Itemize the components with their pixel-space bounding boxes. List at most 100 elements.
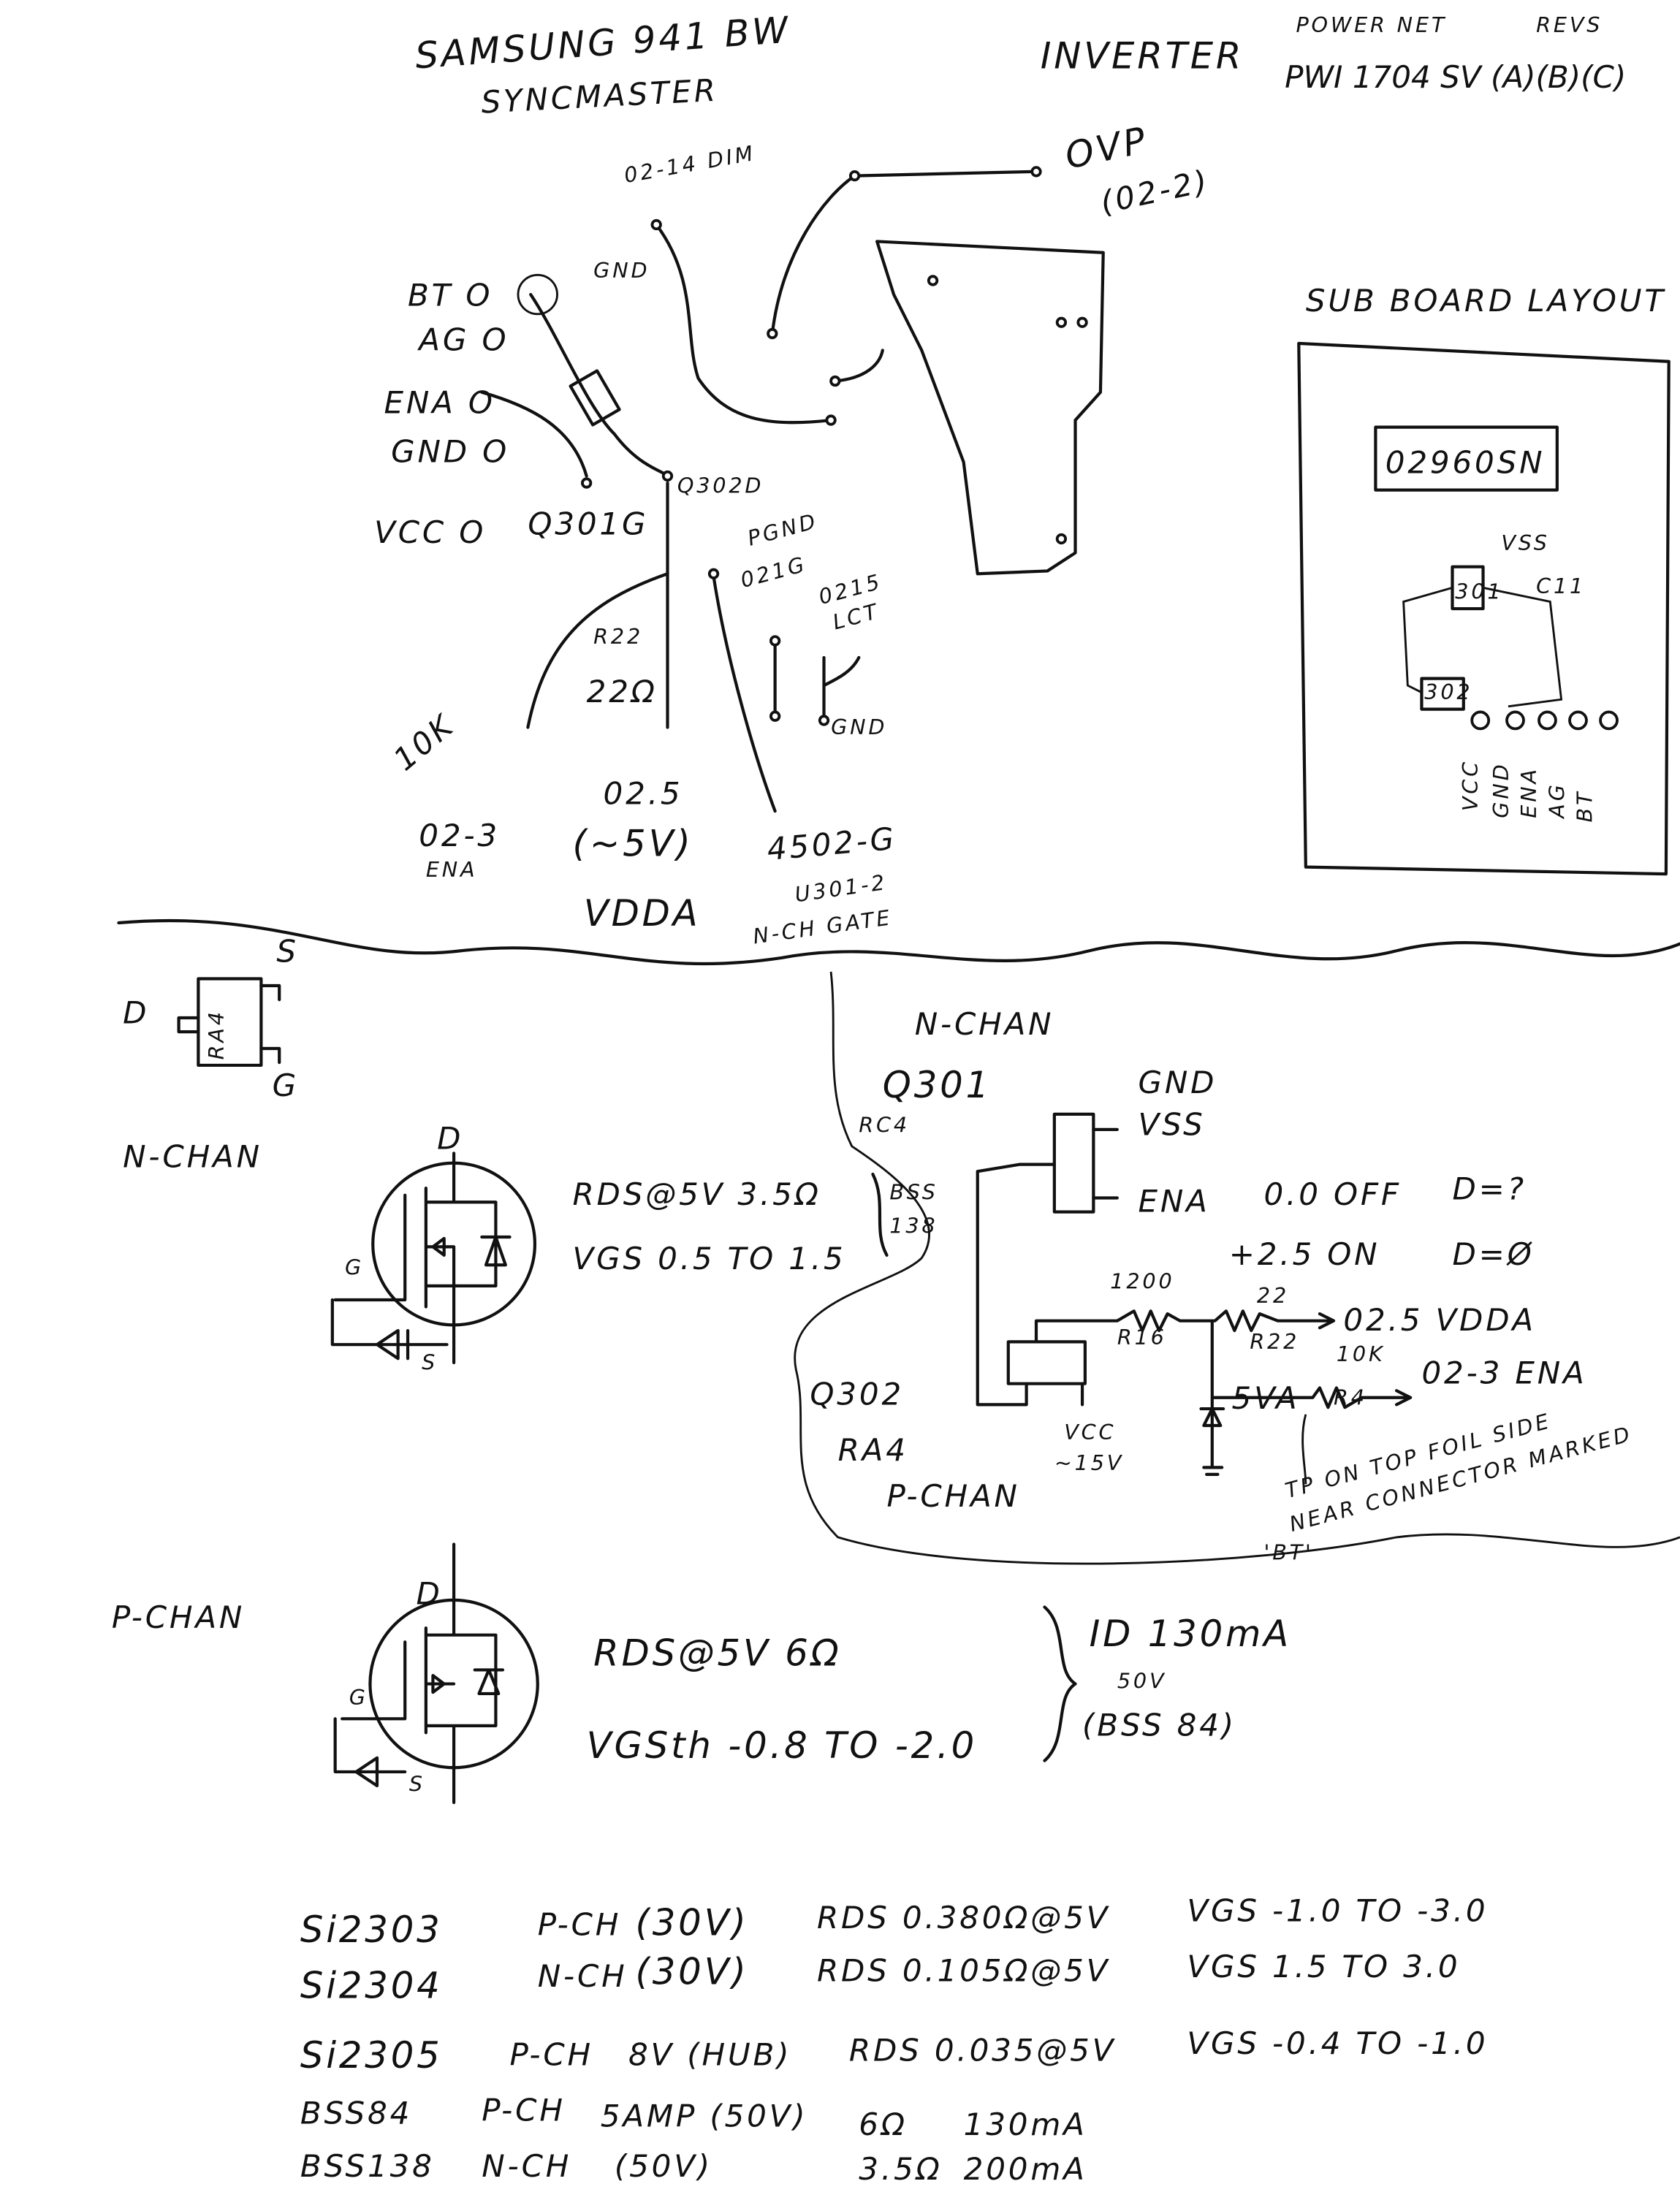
q302d-label: Q302D [677, 473, 764, 498]
row-rds: RDS 0.380Ω@5V [817, 1900, 1110, 1936]
nchan-rds: RDS@5V 3.5Ω [573, 1176, 821, 1212]
zener-label: 5VA [1232, 1380, 1300, 1416]
maker: POWER NET [1296, 12, 1447, 37]
pchan-id: ID 130mA [1090, 1613, 1291, 1655]
row-current: 130mA [964, 2107, 1087, 2142]
pin-vcc: VCC [1458, 759, 1483, 811]
pchan-mosfet-symbol: P-CHAN D G S RDS@5V 6Ω VGSth -0.8 TO -2.… [112, 1542, 1291, 1805]
pchan-d: D [416, 1576, 442, 1612]
sub-board-layout: SUB BOARD LAYOUT 02960SN VSS C11 301 302… [1297, 283, 1671, 876]
ag-pin: AG O [417, 321, 509, 357]
gnd-label: GND [1139, 1065, 1217, 1100]
nchan-part-1: BSS [889, 1179, 938, 1204]
chip-label: 02960SN [1386, 445, 1546, 481]
table-row: Si2303 P-CH (30V) RDS 0.380Ω@5V VGS -1.0… [300, 1892, 1488, 1951]
control-circuit: N-CHAN Q301 RC4 GND VSS ENA 0.0 OFF D=? … [810, 1006, 1635, 1565]
pin-ag: AG [1544, 782, 1569, 819]
tear-divider [117, 918, 1680, 966]
nchan-part-2: 138 [889, 1213, 938, 1238]
c11-label: C11 [1536, 574, 1586, 598]
revs-label: REVS [1536, 12, 1603, 37]
on-state: +2.5 ON [1229, 1236, 1380, 1272]
subtitle: SYNCMASTER [480, 72, 719, 121]
q302-label: Q302 [810, 1376, 904, 1412]
ovp-label: OVP [1061, 118, 1152, 178]
ovp-pin-label: (02-2) [1098, 163, 1213, 221]
row-voltage: (50V) [615, 2148, 712, 2184]
q301g-label: Q301G [528, 506, 648, 542]
header: SAMSUNG 941 BW SYNCMASTER INVERTER POWER… [414, 9, 1626, 121]
gnd-pin: GND O [391, 433, 509, 469]
dim-pin-label: 02-14 DIM [622, 140, 757, 188]
r4-label: R4 [1334, 1385, 1367, 1409]
table-row: Si2304 N-CH (30V) RDS 0.105Ω@5V VGS 1.5 … [300, 1949, 1458, 2007]
row-type: P-CH [538, 1907, 621, 1943]
heatsink-outline [875, 240, 1105, 576]
vdda-label: VDDA [584, 892, 701, 935]
chip [1374, 425, 1559, 492]
row-rds: 6Ω [859, 2107, 908, 2142]
sub-board-title: SUB BOARD LAYOUT [1306, 283, 1666, 319]
vss-label: VSS [1501, 530, 1549, 555]
r16-value: 1200 [1110, 1269, 1174, 1294]
title: SAMSUNG 941 BW [414, 9, 792, 77]
q302-type: P-CHAN [887, 1478, 1020, 1514]
row-part: BSS84 [300, 2096, 412, 2131]
board-name: INVERTER [1041, 34, 1244, 77]
row-part: BSS138 [300, 2148, 435, 2184]
pkg-d: D [123, 995, 149, 1031]
row-type: N-CH [538, 1958, 628, 1994]
q301-mark: 301 [1455, 579, 1503, 604]
row-vgs: VGS -1.0 TO -3.0 [1187, 1892, 1488, 1928]
q302-body [1006, 1340, 1087, 1385]
gnd-top-label: GND [593, 258, 650, 283]
row-type: N-CH [482, 2148, 571, 2184]
row-rds: RDS 0.105Ω@5V [817, 1953, 1110, 1989]
solder-pads [580, 166, 1088, 726]
ena-label: ENA [1139, 1184, 1210, 1219]
bt-pin: BT O [408, 277, 493, 313]
bt-pad [517, 273, 558, 316]
pchan-vgs: VGSth -0.8 TO -2.0 [587, 1724, 977, 1767]
sub-board-pins [1470, 710, 1619, 731]
ena-output: 02-3 ENA [1421, 1355, 1586, 1391]
row-part: Si2304 [300, 1965, 443, 2007]
vdda-pin-number: 02.5 [604, 776, 683, 812]
on-duty: D=Ø [1452, 1236, 1534, 1272]
nchan-g: G [345, 1255, 364, 1280]
pkg-g: G [273, 1068, 299, 1103]
vdda-output: 02.5 VDDA [1343, 1302, 1536, 1338]
pchan-title: P-CHAN [112, 1599, 245, 1635]
rc4-label: RC4 [859, 1113, 910, 1138]
section-boundary [794, 971, 1680, 1565]
table-row: Si2305 P-CH 8V (HUB) RDS 0.035@5V VGS -0… [300, 2025, 1488, 2077]
pkg-s: S [276, 934, 299, 970]
r22-label: R22 [593, 624, 643, 649]
r10k-label: 10K [387, 707, 461, 777]
row-voltage: 5AMP (50V) [601, 2098, 808, 2134]
row-current: 200mA [964, 2151, 1087, 2187]
gate-ref: U301-2 [794, 869, 889, 907]
inductor [569, 369, 621, 427]
pgnd-pin: 021G [738, 551, 810, 593]
part-number: PWI 1704 SV (A)(B)(C) [1285, 59, 1626, 95]
vss-label: VSS [1139, 1107, 1206, 1143]
off-duty: D=? [1452, 1171, 1526, 1206]
sot23-package: D RA4 S G [123, 934, 299, 1103]
nchan-vgs: VGS 0.5 TO 1.5 [573, 1241, 846, 1276]
table-row: BSS84 P-CH 5AMP (50V) 6Ω 130mA [300, 2093, 1087, 2142]
pin-ena: ENA [1516, 766, 1541, 818]
table-row: BSS138 N-CH (50V) 3.5Ω 200mA [300, 2148, 1087, 2187]
row-rds: RDS 0.035@5V [849, 2033, 1116, 2069]
row-vgs: VGS -0.4 TO -1.0 [1187, 2025, 1488, 2061]
tp-note-3: 'BT' [1264, 1540, 1314, 1564]
r4-value: 10K [1337, 1342, 1386, 1366]
gate-pin: 4502-G [766, 821, 898, 867]
pchan-s: S [409, 1772, 425, 1797]
q301-label: Q301 [883, 1064, 992, 1106]
pchan-rds: RDS@5V 6Ω [593, 1632, 841, 1675]
gate-label: N-CH GATE [751, 905, 894, 948]
vdda-voltage: (~5V) [573, 822, 693, 864]
vcc-voltage: ~15V [1054, 1450, 1124, 1475]
